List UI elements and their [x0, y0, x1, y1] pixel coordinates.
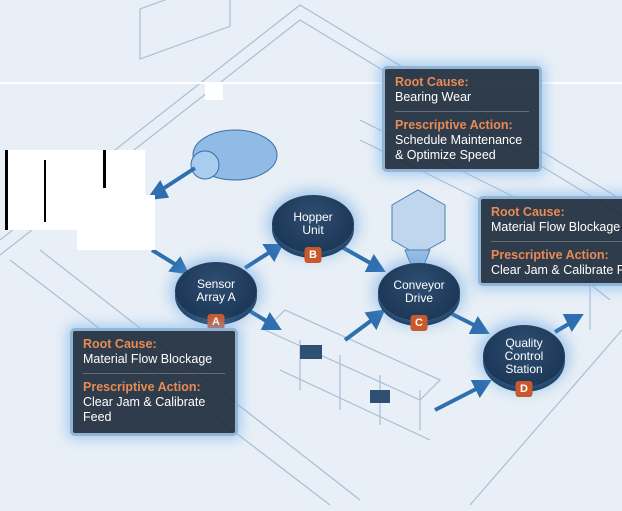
arrow-head — [260, 312, 282, 330]
root-cause-label: Root Cause: — [83, 337, 157, 351]
arrow-head — [468, 316, 490, 334]
arrow — [434, 386, 479, 412]
callout-quality-control: Root Cause: Material Flow Blockage Presc… — [478, 196, 622, 286]
arrow-head — [364, 254, 386, 272]
box-icon — [370, 390, 390, 403]
box-icon — [300, 345, 322, 359]
node-badge: A — [207, 314, 225, 330]
arrow — [451, 312, 477, 328]
node-label: Station — [505, 361, 543, 376]
motor-icon — [190, 129, 278, 181]
root-cause-value: Bearing Wear — [395, 90, 472, 104]
hopper-icon — [391, 189, 446, 271]
action-label: Prescriptive Action: — [395, 118, 513, 132]
node-label: Quality — [505, 335, 543, 350]
action-label: Prescriptive Action: — [83, 380, 201, 394]
arrow-head — [145, 180, 170, 201]
node-label: Unit — [302, 223, 324, 237]
node-label: Sensor — [196, 277, 236, 291]
node-label: Control — [504, 348, 544, 363]
node-badge: B — [304, 247, 322, 263]
node-label: Array A — [196, 290, 236, 304]
white-patch — [77, 195, 155, 250]
action-label: Prescriptive Action: — [491, 248, 609, 262]
white-patch — [205, 84, 223, 100]
arrow-head — [562, 314, 584, 332]
root-cause-value: Material Flow Blockage — [491, 220, 621, 234]
black-bar — [44, 160, 46, 222]
arrow-head — [168, 256, 190, 275]
arrow — [343, 318, 374, 342]
node-label: Hopper — [293, 210, 333, 224]
node-label: Conveyor — [393, 278, 445, 292]
root-cause-label: Root Cause: — [491, 205, 565, 219]
arrow-head — [364, 309, 386, 331]
callout-conveyor-drive: Root Cause: Bearing Wear Prescriptive Ac… — [382, 66, 542, 172]
callout-sensor-array-a: Root Cause: Material Flow Blockage Presc… — [70, 328, 238, 436]
node-label: Drive — [404, 291, 433, 305]
action-value: Clear Jam & Calibrate Feed — [491, 263, 622, 277]
arrow — [246, 308, 270, 324]
white-line-overlay — [0, 82, 622, 84]
node-badge: D — [515, 381, 533, 397]
action-value: Clear Jam & Calibrate Feed — [83, 395, 206, 424]
flow-arrows — [145, 166, 584, 412]
arrow-head — [262, 244, 284, 262]
arrow — [150, 248, 180, 268]
root-cause-value: Material Flow Blockage — [83, 352, 213, 366]
arrow-head — [470, 380, 492, 398]
arrow — [243, 250, 272, 270]
black-bar — [5, 150, 8, 230]
arrow — [339, 244, 373, 266]
root-cause-label: Root Cause: — [395, 75, 469, 89]
action-value: Schedule Maintenance & Optimize Speed — [395, 133, 523, 162]
node-badge: C — [410, 315, 428, 331]
black-bar — [103, 150, 106, 188]
